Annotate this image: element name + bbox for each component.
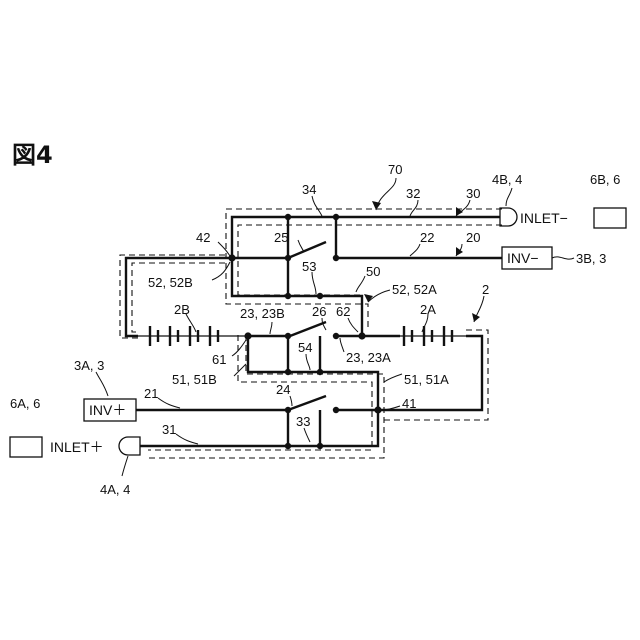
label-2B: 2B: [174, 302, 190, 317]
inlet-plus-connector: [119, 437, 140, 455]
vehicle-box-6A: [10, 437, 42, 457]
label-6B-6: 6B, 6: [590, 172, 620, 187]
label-6A-6: 6A, 6: [10, 396, 40, 411]
label-20: 20: [466, 230, 480, 245]
label-70: 70: [388, 162, 402, 177]
label-4B-4: 4B, 4: [492, 172, 522, 187]
label-62: 62: [336, 304, 350, 319]
inlet-plus-label: INLET＋: [50, 439, 104, 455]
battery-2B: [138, 326, 248, 346]
label-30: 30: [466, 186, 480, 201]
inv-plus-label: INV＋: [89, 402, 126, 418]
leader-lines: [96, 178, 512, 476]
label-53: 53: [302, 259, 316, 274]
label-23-23B: 23, 23B: [240, 306, 285, 321]
label-2A: 2A: [420, 302, 436, 317]
label-21: 21: [144, 386, 158, 401]
label-25: 25: [274, 230, 288, 245]
label-52-52A: 52, 52A: [392, 282, 437, 297]
label-3A-3: 3A, 3: [74, 358, 104, 373]
label-23-23A: 23, 23A: [346, 350, 391, 365]
label-34: 34: [302, 182, 316, 197]
label-4A-4: 4A, 4: [100, 482, 130, 497]
label-22: 22: [420, 230, 434, 245]
inlet-minus-label: INLET−: [520, 210, 568, 226]
figure-title: 図4: [12, 141, 53, 169]
label-33: 33: [296, 414, 310, 429]
battery-2A: [400, 326, 466, 346]
label-42: 42: [196, 230, 210, 245]
label-24: 24: [276, 382, 290, 397]
label-3B-3: 3B, 3: [576, 251, 606, 266]
label-2: 2: [482, 282, 489, 297]
label-50: 50: [366, 264, 380, 279]
vehicle-box-6B: [594, 208, 626, 228]
label-51-51B: 51, 51B: [172, 372, 217, 387]
label-31: 31: [162, 422, 176, 437]
label-32: 32: [406, 186, 420, 201]
label-61: 61: [212, 352, 226, 367]
label-51-51A: 51, 51A: [404, 372, 449, 387]
label-41: 41: [402, 396, 416, 411]
label-52-52B: 52, 52B: [148, 275, 193, 290]
wiring: [126, 217, 502, 446]
inv-minus-label: INV−: [507, 250, 539, 266]
label-54: 54: [298, 340, 312, 355]
label-26: 26: [312, 304, 326, 319]
inlet-minus-connector: [500, 208, 517, 226]
